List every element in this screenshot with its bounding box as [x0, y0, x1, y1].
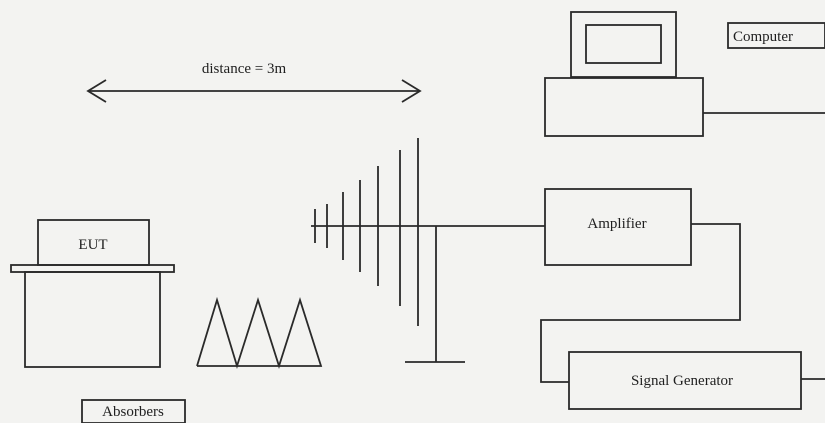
amplifier-label: Amplifier: [587, 216, 646, 232]
computer-monitor: [570, 11, 677, 78]
absorbers-shape: [196, 296, 323, 370]
signal-generator-label: Signal Generator: [631, 373, 733, 389]
amplifier-box: [544, 188, 692, 266]
computer-label-box: [727, 22, 825, 49]
table-top: [10, 264, 175, 273]
distance-arrow: [86, 79, 422, 103]
log-periodic-antenna: [311, 138, 545, 363]
table-body: [24, 271, 161, 368]
absorbers-box: [81, 399, 186, 423]
eut-label: EUT: [78, 237, 107, 253]
computer-screen: [585, 24, 662, 64]
computer-label: Computer: [733, 29, 793, 45]
distance-label: distance = 3m: [202, 61, 287, 77]
absorbers-label: Absorbers: [102, 404, 164, 420]
connection-lines: [540, 112, 825, 383]
computer-icon: [544, 11, 704, 137]
computer-base: [544, 77, 704, 137]
signal-generator-box: [568, 351, 802, 410]
eut-table: [10, 219, 175, 368]
